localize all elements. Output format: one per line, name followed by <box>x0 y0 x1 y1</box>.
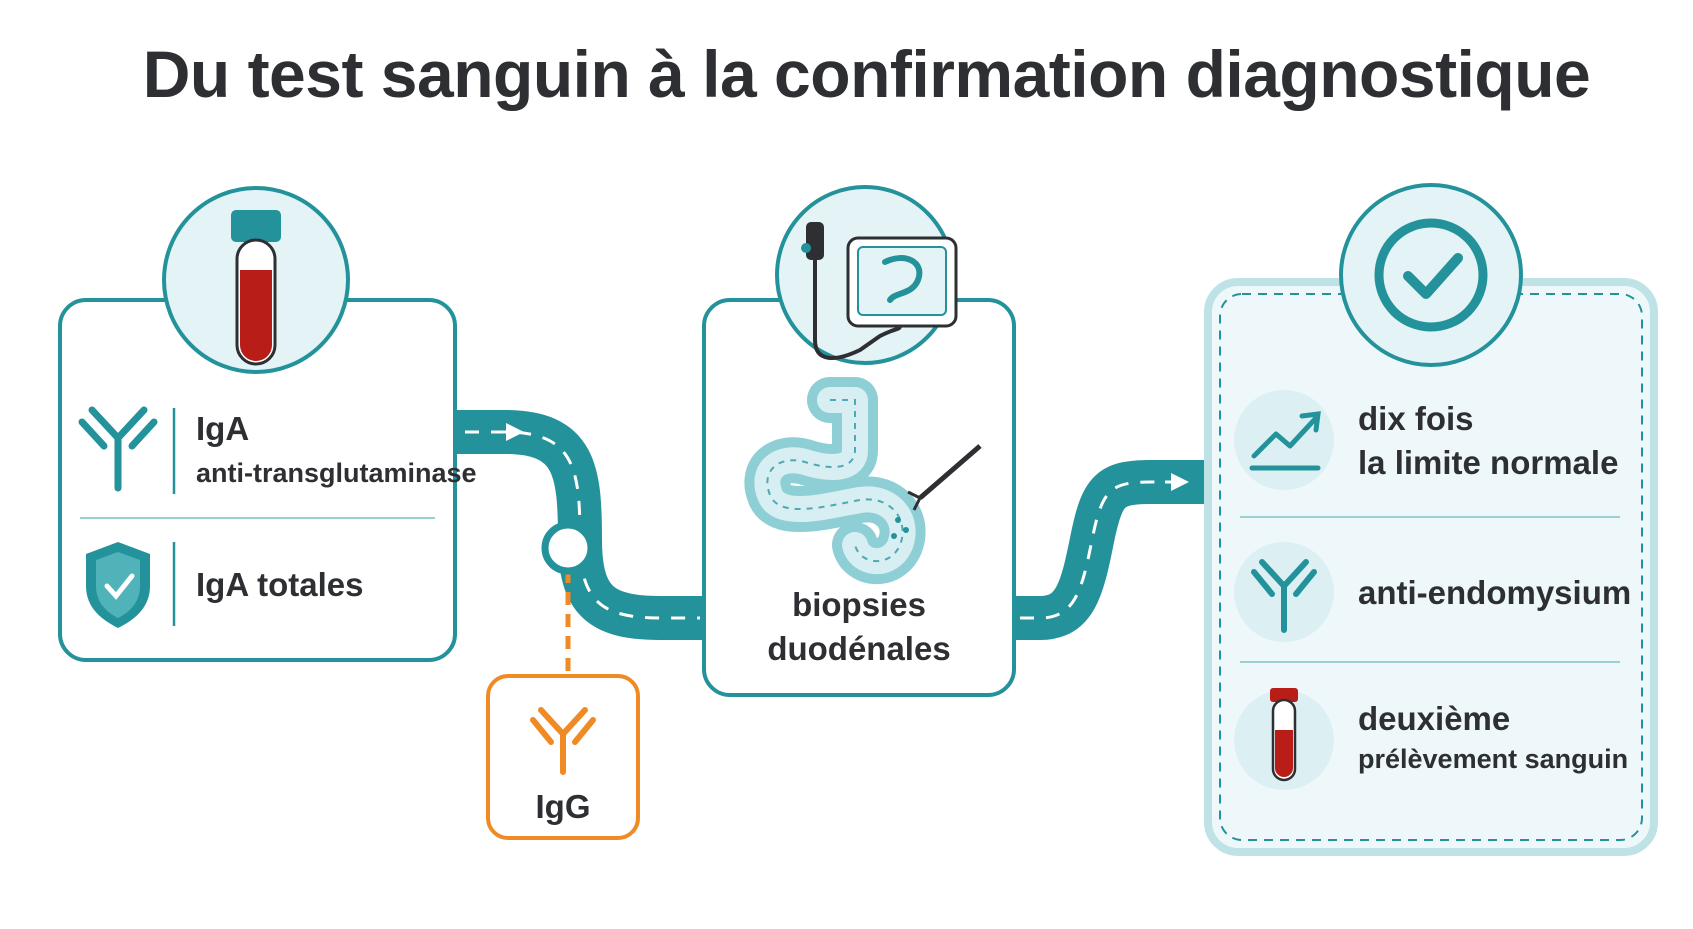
step3-row3-label-line1: deuxième <box>1358 700 1511 737</box>
trend-up-icon <box>1234 390 1334 490</box>
step3-row3-label-line2: prélèvement sanguin <box>1358 744 1629 774</box>
step1-row2-label: IgA totales <box>196 566 364 603</box>
step1-row1-label-line1: IgA <box>196 410 250 447</box>
blood-tube-icon-step3 <box>1234 688 1334 790</box>
road-connector-2 <box>1010 460 1210 640</box>
branch-connector <box>541 521 595 676</box>
igg-card <box>486 674 640 840</box>
igg-antibody-icon <box>530 707 596 775</box>
step1-row1-label-line2: anti-transglutaminase <box>196 458 477 488</box>
step3-row1-label-line2: la limite normale <box>1358 444 1619 481</box>
antibody-icon <box>78 406 158 492</box>
duodenum-biopsy-icon <box>744 377 982 585</box>
igg-label: IgG <box>535 788 591 825</box>
step2-label-line2: duodénales <box>767 630 951 667</box>
endoscope-monitor-icon <box>775 185 958 365</box>
step3-row1-label-line1: dix fois <box>1358 400 1474 437</box>
antibody-icon-step3 <box>1234 542 1334 642</box>
shield-check-icon <box>86 542 150 628</box>
step2-label-line1: biopsies <box>792 586 926 623</box>
check-circle-icon <box>1339 183 1523 367</box>
step3-row2-label: anti-endomysium <box>1358 574 1632 611</box>
blood-tube-icon <box>162 186 350 374</box>
page-title: Du test sanguin à la confirmation diagno… <box>142 37 1591 111</box>
